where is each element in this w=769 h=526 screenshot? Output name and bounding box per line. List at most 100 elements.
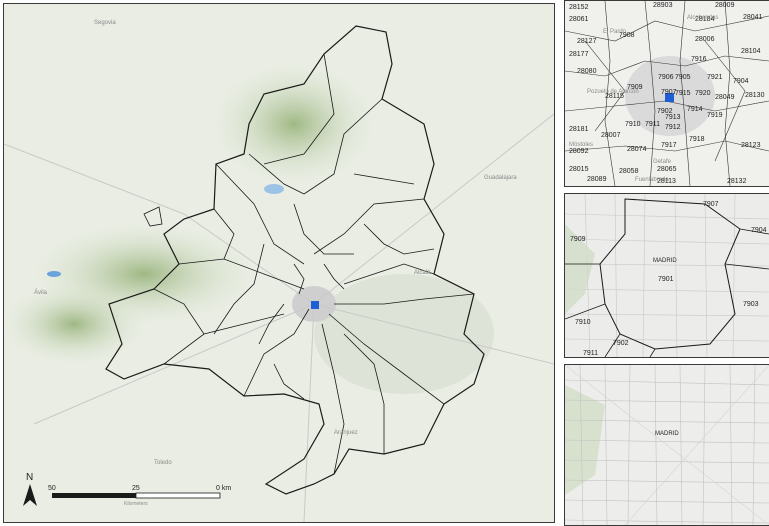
postal-code: 7913 [665,114,681,121]
postal-code: 28080 [577,68,597,75]
reservoir [264,184,284,194]
postal-code: 7919 [707,112,723,119]
scale-bar: 50 25 0 km Kilometers [48,485,231,507]
postal-code: 28181 [569,126,589,133]
inset-background [565,194,769,357]
postal-code: 28132 [727,178,747,185]
postal-code: 7905 [675,74,691,81]
mountain-shading-southwest [4,284,144,364]
scale-label: 50 [48,485,56,492]
postal-code: 28177 [569,51,589,58]
adjacent-boundaries [565,228,769,357]
postal-code: 28006 [695,36,715,43]
region-boundary [105,25,485,495]
postal-code: 7904 [733,78,749,85]
postal-code: 28007 [601,132,621,139]
postal-code: 28184 [695,16,715,23]
district-code: 7911 [583,350,598,357]
postal-code: 7921 [707,74,723,81]
postal-code: 7906 [658,74,674,81]
postal-code: 28049 [715,94,735,101]
place-label: Toledo [154,460,172,466]
place-label: Móstoles [569,142,593,148]
road [313,113,554,305]
postal-code: 7917 [661,142,677,149]
inset-bot-svg: MADRID [565,365,769,525]
enclave-boundary [143,206,163,227]
main-map[interactable]: Segovia Guadalajara Alcalá Toledo Aranju… [3,3,555,523]
highlighted-district[interactable] [665,93,674,102]
postal-code: 7907 [661,89,677,96]
postal-code: 28104 [741,48,761,55]
postal-code: 7915 [675,90,691,97]
postal-code: 28115 [605,93,624,100]
scale-label: 25 [132,485,140,492]
district-code: 7909 [570,236,586,243]
road [303,303,315,522]
municipality-boundaries [153,53,475,475]
place-label: Segovia [94,20,116,26]
inset-mid-svg: 7907 7909 7904 MADRID 7901 7903 7910 790… [565,194,769,357]
place-label: Guadalajara [484,175,517,181]
district-boundary [599,198,741,350]
postal-code: 28058 [619,168,639,175]
place-label: Pozuelo de Alarcón [587,89,639,95]
postal-code: 28092 [569,148,589,155]
postal-code: 28089 [587,176,607,183]
north-arrow-icon: N [23,472,37,506]
postal-code: 28903 [653,2,673,9]
postal-boundaries [565,1,769,186]
postal-code: 28127 [577,38,597,45]
district-code: 7907 [703,201,719,208]
park [565,224,595,314]
postal-code: 28065 [657,166,677,173]
place-label: Getafe [653,159,672,165]
city-label: MADRID [653,258,677,264]
road [4,143,554,365]
postal-code: 7908 [619,32,635,39]
postal-code: 7910 [625,121,641,128]
city-label: MADRID [655,431,679,437]
highlighted-district[interactable] [311,301,319,309]
postal-code: 28041 [743,14,763,21]
scale-caption: Kilometers [124,501,148,507]
place-label: Aranjuez [334,430,358,436]
plain-shading [314,274,494,394]
inset-street-detail[interactable]: MADRID [564,364,769,526]
district-code: 7904 [751,227,767,234]
postal-code: 7920 [695,90,711,97]
place-label: Fuenlabrada [635,177,669,183]
district-code: 7910 [575,319,591,326]
district-code: 7901 [658,276,674,283]
district-code: 7903 [743,301,759,308]
postal-code: 7909 [627,84,643,91]
postal-code: 7912 [665,124,681,131]
postal-code: 28152 [569,4,589,11]
inset-districts[interactable]: 7907 7909 7904 MADRID 7901 7903 7910 790… [564,193,769,358]
postal-code: 28015 [569,166,589,173]
scale-label: 0 km [216,485,231,492]
street-grid [565,365,769,525]
postal-code: 28123 [741,142,761,149]
main-map-svg: Segovia Guadalajara Alcalá Toledo Aranju… [4,4,554,522]
postal-code: 7914 [687,106,703,113]
postal-code: 7918 [689,136,705,143]
place-label: Alcalá [414,270,431,276]
postal-code: 28113 [657,178,676,185]
place-label: El Pardo [603,29,627,35]
place-label: Alcobendas [687,15,718,21]
postal-code: 7911 [645,121,660,128]
place-label: Ávila [34,289,48,296]
road [33,303,315,425]
reservoir [47,271,61,277]
postal-code: 28130 [745,92,765,99]
postal-code: 28009 [715,2,735,9]
mountain-shading-north [214,64,374,184]
svg-text:N: N [26,472,33,483]
district-code: 7902 [613,340,629,347]
postal-code: 28074 [627,146,647,153]
postal-code: 7902 [657,108,673,115]
